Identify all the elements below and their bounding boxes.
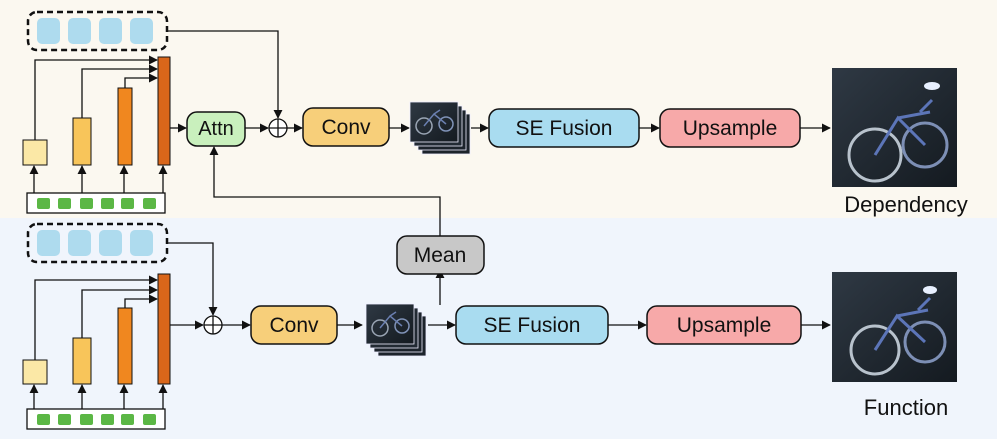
patch [143,198,156,209]
conv-label-top: Conv [321,116,371,139]
patch [37,414,50,425]
output-label-dependency: Dependency [844,192,968,217]
patch [58,414,71,425]
mean-label: Mean [414,244,467,267]
conv-block-top [302,107,390,147]
feature-map-2-bottom [72,337,92,385]
patch [58,198,71,209]
output-image-dependency [832,68,957,187]
se-fusion-label-bottom: SE Fusion [484,314,581,337]
feature-map-4-bottom [157,273,171,385]
patch [101,198,114,209]
attn-label: Attn [198,118,234,140]
token-to-add-arrow-bottom [168,242,218,316]
token [130,230,153,256]
bottom-branch: Conv SE Fusion Upsample Function [22,222,957,430]
token-to-add-arrow-top [168,30,283,119]
patch [121,414,134,425]
se-fusion-label-top: SE Fusion [516,117,613,140]
feature-stack-bottom [365,303,427,357]
patch [121,198,134,209]
mean-to-attn-arrow [209,146,441,236]
add-symbol-top [268,118,288,138]
feature-map-3-bottom [117,307,133,385]
output-image-function [832,272,957,382]
conv-label-bottom: Conv [269,314,319,337]
patch [80,198,93,209]
patch-strip-top [26,192,166,214]
attn-block [186,111,246,147]
feature-stack-top [409,101,471,155]
add-symbol-bottom [203,315,223,335]
token [37,230,60,256]
token [68,230,91,256]
patch [143,414,156,425]
patch-strip-bottom [26,408,166,430]
upsample-label-bottom: Upsample [677,314,772,337]
top-branch: Attn Conv SE Fusion Upsample [22,10,968,217]
upsample-label-top: Upsample [683,117,778,140]
token [99,18,122,44]
token-group-bottom [26,222,169,264]
token [68,18,91,44]
feature-map-1-bottom [22,359,48,385]
token-group-top [26,10,169,52]
token [130,18,153,44]
feature-map-2-top [72,117,92,166]
token [99,230,122,256]
feature-map-3-top [117,87,133,166]
patch [80,414,93,425]
patch [101,414,114,425]
token [37,18,60,44]
patch [37,198,50,209]
feature-map-1-top [22,139,48,166]
output-label-function: Function [864,395,948,420]
feature-map-4-top [157,56,171,166]
